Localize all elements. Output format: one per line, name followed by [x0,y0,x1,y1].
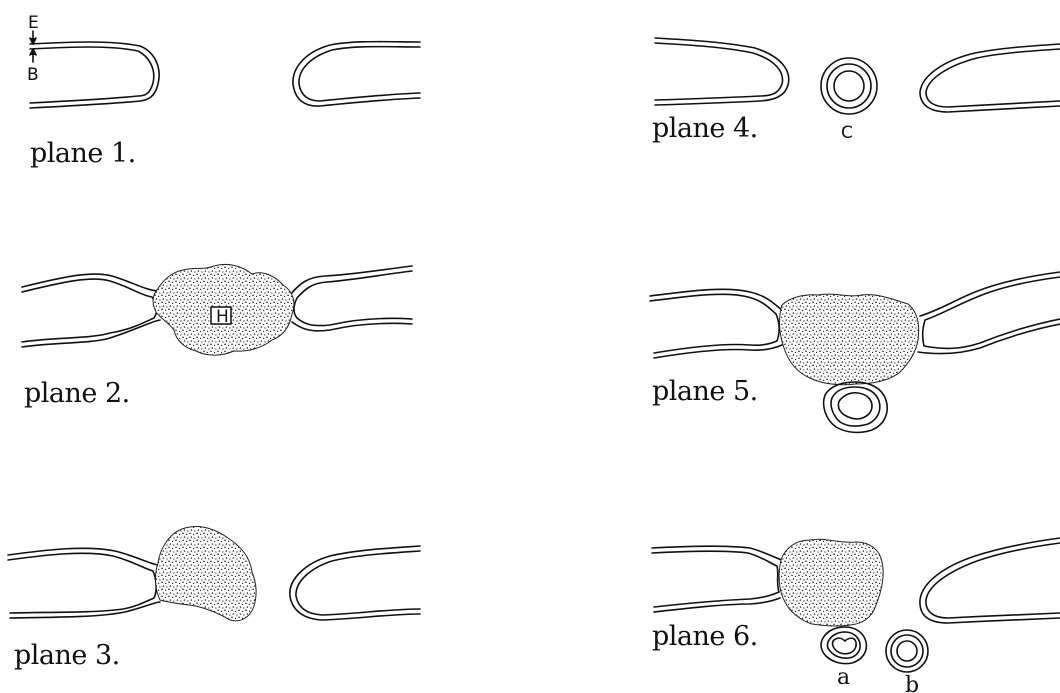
plane-3-right-membrane-inner [296,551,420,615]
plane-6-label: plane 6. [652,621,758,652]
marker-h: H [216,307,229,327]
plane-5-right-membrane-inner [923,277,1060,348]
marker-e: E [28,13,39,33]
plane-3-left-membrane-inner [8,553,156,613]
plane-1-left-membrane-inner [30,47,154,103]
marker-a: a [837,665,850,690]
plane-5-left-membrane-outer [650,289,782,358]
plane-5-drawing [650,272,1060,432]
plane-4-drawing [655,38,1060,114]
plane-5-left-membrane-inner [650,294,779,353]
plane-5-right-membrane-outer [918,272,1060,354]
plane-6-left-membrane-outer [652,546,782,612]
plane-6-left-membrane-inner [652,551,779,607]
marker-b: B [27,65,39,85]
plane-3-left-membrane-outer [8,548,160,618]
plane-5-vesicle [824,382,888,432]
plane-5-stippled-body [780,294,919,385]
plane-4-right-membrane-inner [926,49,1060,107]
plane-3-label: plane 3. [14,640,120,671]
vesicle-b [886,630,928,672]
vesicle-c [821,58,877,114]
marker-b-vesicle: b [905,673,919,693]
plane-1-label: plane 1. [30,138,136,169]
plane-2-label: plane 2. [24,378,130,409]
plane-2-left-membrane-inner [22,279,157,342]
plane-5-label: plane 5. [652,376,758,407]
plane-6-stippled-body [779,539,883,626]
plane-1-drawing [30,31,420,108]
plane-3-stippled-body [156,527,257,621]
plane-1-right-membrane-outer [293,42,420,106]
plane-4-label: plane 4. [652,113,758,144]
vesicle-a [821,627,866,664]
marker-c: C [841,123,853,143]
plane-3-drawing [8,527,420,621]
plane-1-right-membrane-inner [299,47,420,101]
plane-6-right-membrane-inner [926,543,1060,618]
